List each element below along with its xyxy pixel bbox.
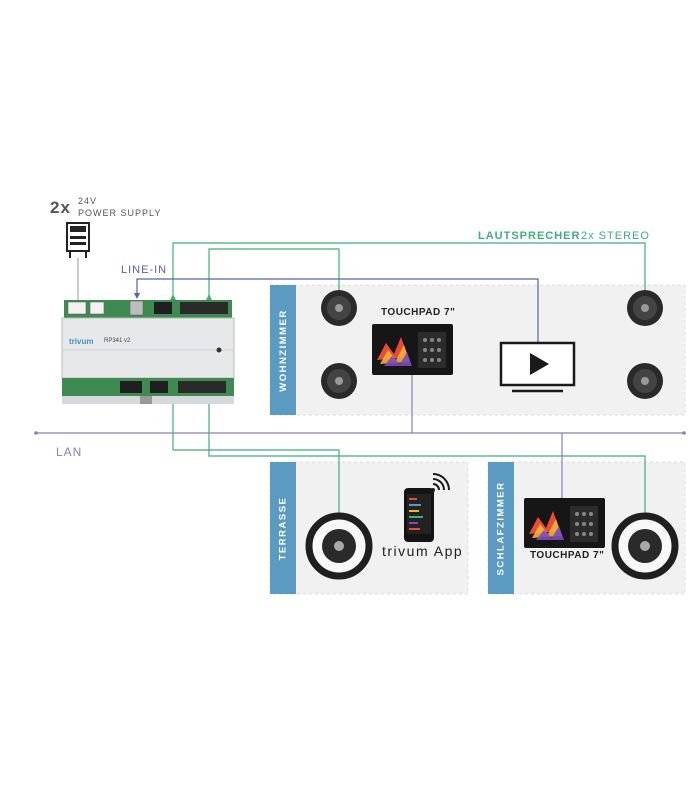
stereo-label: 2x STEREO bbox=[581, 230, 650, 242]
speaker-icon-wohn-2 bbox=[321, 363, 357, 399]
rp341-device bbox=[61, 300, 235, 404]
lan-bus bbox=[36, 375, 684, 498]
speaker-icon-wohn-1 bbox=[321, 290, 357, 326]
speaker-icon-wohn-3 bbox=[627, 290, 663, 326]
line-in-wire bbox=[136, 278, 539, 343]
touchpad-icon-schlafzimmer bbox=[524, 498, 605, 548]
lautsprecher-label: LAUTSPRECHER bbox=[478, 230, 581, 242]
power-supply-voltage: 24V bbox=[78, 196, 98, 206]
touchpad-schlafzimmer-label: TOUCHPAD 7" bbox=[530, 550, 605, 561]
line-in-label: LINE-IN bbox=[121, 264, 168, 276]
arrow-up-1 bbox=[170, 294, 176, 300]
room-schlafzimmer-text: SCHLAFZIMMER bbox=[495, 481, 507, 575]
room-tab-wohnzimmer bbox=[270, 285, 296, 415]
tv-play-icon bbox=[499, 341, 576, 393]
room-label-schlafzimmer: SCHLAFZIMMER bbox=[488, 462, 514, 594]
app-label: trivum App bbox=[382, 543, 464, 559]
touchpad-main-label: TOUCHPAD 7" bbox=[381, 307, 456, 318]
room-label-wohnzimmer: WOHNZIMMER bbox=[270, 285, 296, 415]
line-in-arrow bbox=[134, 293, 140, 299]
device-model: RP341 v2 bbox=[104, 338, 131, 344]
speaker-icon-terrasse bbox=[305, 512, 373, 580]
wifi-icon bbox=[431, 473, 450, 492]
smartphone-icon bbox=[404, 488, 434, 542]
speaker-icon-wohn-4 bbox=[627, 363, 663, 399]
room-wohnzimmer-text: WOHNZIMMER bbox=[277, 308, 289, 392]
room-panel-terrasse bbox=[269, 461, 469, 595]
touchpad-icon-main bbox=[372, 324, 453, 375]
power-supply-count: 2x bbox=[50, 198, 71, 217]
lan-label: LAN bbox=[56, 445, 83, 459]
arrow-up-2 bbox=[206, 294, 212, 300]
room-tab-terrasse bbox=[270, 462, 296, 594]
speaker-icon-schlafzimmer bbox=[611, 512, 679, 580]
device-brand: trivum bbox=[69, 337, 94, 346]
power-supply-icon bbox=[66, 222, 90, 302]
power-supply-label: POWER SUPPLY bbox=[78, 208, 162, 218]
room-terrasse-text: TERRASSE bbox=[277, 496, 289, 560]
room-tab-schlafzimmer bbox=[488, 462, 514, 594]
speaker-wiring bbox=[172, 242, 646, 516]
room-label-terrasse: TERRASSE bbox=[270, 462, 296, 594]
